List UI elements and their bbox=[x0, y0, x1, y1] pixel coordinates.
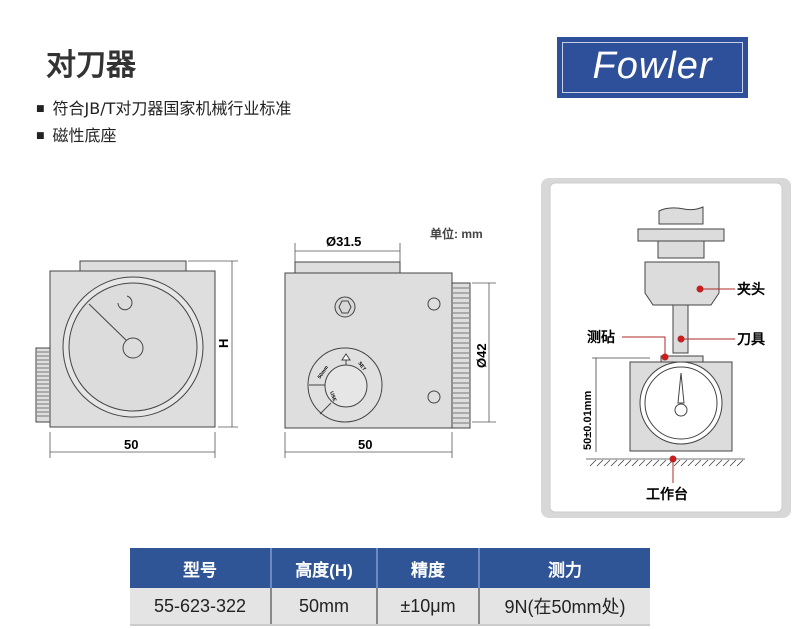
top-anvil-left bbox=[79, 260, 187, 272]
unit-label: 单位: mm bbox=[430, 226, 483, 241]
label-worktable: 工作台 bbox=[646, 486, 688, 502]
label-height: 50±0.01mm bbox=[582, 391, 594, 450]
dim-knob-diameter: Ø42 bbox=[474, 343, 489, 368]
header-force: 测力 bbox=[479, 548, 650, 588]
dim-top-diameter: Ø31.5 bbox=[326, 234, 361, 249]
header-model: 型号 bbox=[130, 548, 272, 588]
top-anvil-mid bbox=[294, 261, 401, 274]
dial-hub bbox=[122, 337, 144, 359]
spec-table: 型号 高度(H) 精度 测力 55-623-322 50mm ±10μm 9N(… bbox=[130, 548, 650, 626]
feature-bullet: 磁性底座 bbox=[36, 122, 117, 146]
chuck bbox=[644, 261, 720, 306]
knob-left bbox=[35, 347, 51, 423]
page-title: 对刀器 bbox=[46, 48, 136, 83]
cell-model: 55-623-322 bbox=[130, 588, 272, 626]
table-row: 55-623-322 50mm ±10μm 9N(在50mm处) bbox=[130, 588, 650, 626]
mount-hole bbox=[427, 297, 441, 311]
logo-text: Fowler bbox=[592, 45, 713, 87]
dial-label: SET bbox=[356, 361, 366, 372]
header-height: 高度(H) bbox=[271, 548, 378, 588]
knob-right bbox=[451, 282, 471, 429]
dial-needle bbox=[88, 303, 129, 343]
spindle bbox=[658, 206, 704, 225]
tool bbox=[672, 304, 689, 354]
cell-height: 50mm bbox=[271, 588, 378, 626]
dial-label: USE bbox=[328, 391, 337, 403]
dim-left-width: 50 bbox=[124, 437, 138, 452]
feature-bullet: 符合JB/T对刀器国家机械行业标准 bbox=[36, 95, 292, 119]
label-tool: 刀具 bbox=[737, 331, 765, 347]
label-chuck: 夹头 bbox=[737, 281, 765, 297]
label-anvil: 测砧 bbox=[587, 329, 615, 345]
fowler-logo: Fowler bbox=[557, 37, 748, 98]
table-header-row: 型号 高度(H) 精度 测力 bbox=[130, 548, 650, 588]
dim-height: H bbox=[216, 339, 231, 348]
header-accuracy: 精度 bbox=[377, 548, 480, 588]
mount-hole bbox=[427, 390, 441, 404]
technical-drawing: 50 50 Ø31.5 单位: mm H Ø42 50mm SET USE bbox=[35, 178, 791, 518]
cell-accuracy: ±10μm bbox=[377, 588, 480, 626]
dim-mid-width: 50 bbox=[358, 437, 372, 452]
cell-force: 9N(在50mm处) bbox=[479, 588, 650, 626]
